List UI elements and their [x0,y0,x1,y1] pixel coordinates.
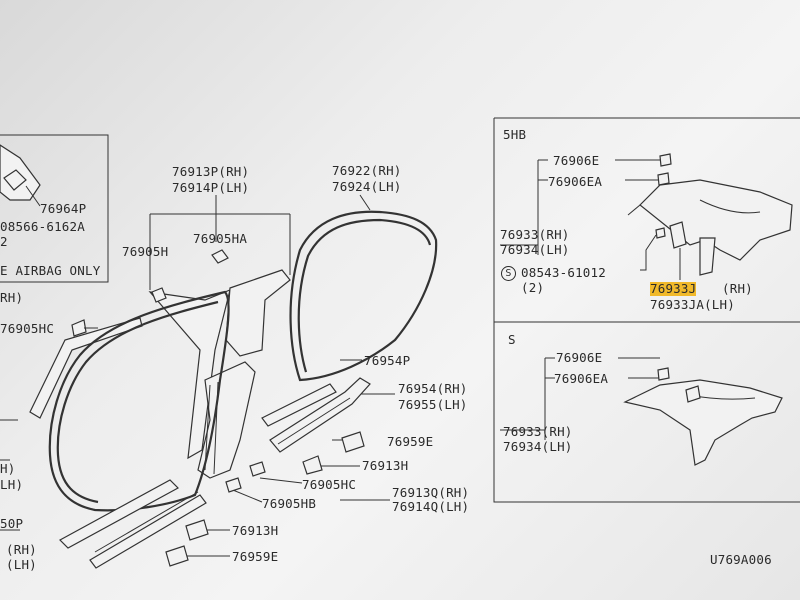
label-76924-lh: 76924(LH) [332,179,402,194]
front-kicking-plate [89,494,207,569]
clip-76905hc [249,461,266,477]
label-s-76906e: 76906E [556,350,603,365]
label-76914q-lh: 76914Q(LH) [392,499,470,514]
label-76905hc: 76905HC [302,477,357,492]
section-label-5hb: 5HB [503,127,527,142]
label-76922-rh: 76922(RH) [332,163,402,178]
label-5hb-76933-rh: 76933(RH) [500,227,570,242]
front-door-weatherstrip [48,290,230,512]
s-rear-side-trim [500,357,783,466]
label-lh-bottom-left: (LH) [6,557,37,572]
center-pillar-upper [225,269,291,357]
label-08566-6162a: 08566-6162A [0,219,85,234]
clip-76959e-lower [165,545,189,567]
label-lh-left: LH) [0,477,24,492]
rear-door-weatherstrip [289,210,438,382]
label-s-76906ea: 76906EA [554,371,609,386]
label-5hb-qty-2: (2) [521,280,545,295]
label-5hb-76906ea: 76906EA [548,174,603,189]
label-76959e-upper: 76959E [387,434,434,449]
label-76914p-lh: 76914P(LH) [172,180,250,195]
label-s-76933-rh: 76933(RH) [503,424,573,439]
label-5hb-76933j-highlighted: 76933J [650,281,697,296]
label-76905hc-left: 76905HC [0,321,55,336]
section-label-s: S [508,332,516,347]
rear-kicking-plate-finisher [261,383,337,427]
label-76905h: 76905H [122,244,169,259]
label-76913h-lower: 76913H [232,523,279,538]
label-76913h-upper: 76913H [362,458,409,473]
clip-76905ha [211,249,229,264]
label-5hb-76933j-rh: (RH) [722,281,753,296]
label-76913p-rh: 76913P(RH) [172,164,250,179]
clip-76913h-upper [302,455,323,475]
label-5hb-08543-61012: 08543-61012 [521,265,606,280]
label-5hb-76933ja-lh: 76933JA(LH) [650,297,735,312]
label-76964p: 76964P [40,201,87,216]
label-50p-left: 50P [0,516,24,531]
clip-76905hb [225,477,242,493]
left-panel-part [0,144,143,461]
label-rh-left: RH) [0,290,24,305]
label-rh-bottom-left: (RH) [6,542,37,557]
label-76905hb: 76905HB [262,496,317,511]
center-pillar-lower [197,361,256,479]
label-76913q-rh: 76913Q(RH) [392,485,470,500]
label-airbag-only: E AIRBAG ONLY [0,263,101,278]
label-76959e-lower: 76959E [232,549,279,564]
right-panel-frame [493,117,800,503]
label-76954p: 76954P [364,353,411,368]
label-5hb-76934-lh: 76934(LH) [500,242,570,257]
label-76954-rh: 76954(RH) [398,381,468,396]
clip-76959e-upper [341,431,365,453]
screw-symbol-icon: S [501,266,516,281]
label-qty-2: 2 [0,234,8,249]
label-s-76934-lh: 76934(LH) [503,439,573,454]
label-5hb-76906e: 76906E [553,153,600,168]
label-76905ha: 76905HA [193,231,248,246]
label-76955-lh: 76955(LH) [398,397,468,412]
figure-code: U769A006 [710,552,772,567]
front-kicking-plate-finisher [59,479,179,549]
label-h-left: H) [0,461,16,476]
clip-76913h-lower [185,519,209,541]
clip-76905h [151,287,167,303]
left-panel-frame [0,134,109,283]
5hb-rear-side-trim [500,153,793,280]
